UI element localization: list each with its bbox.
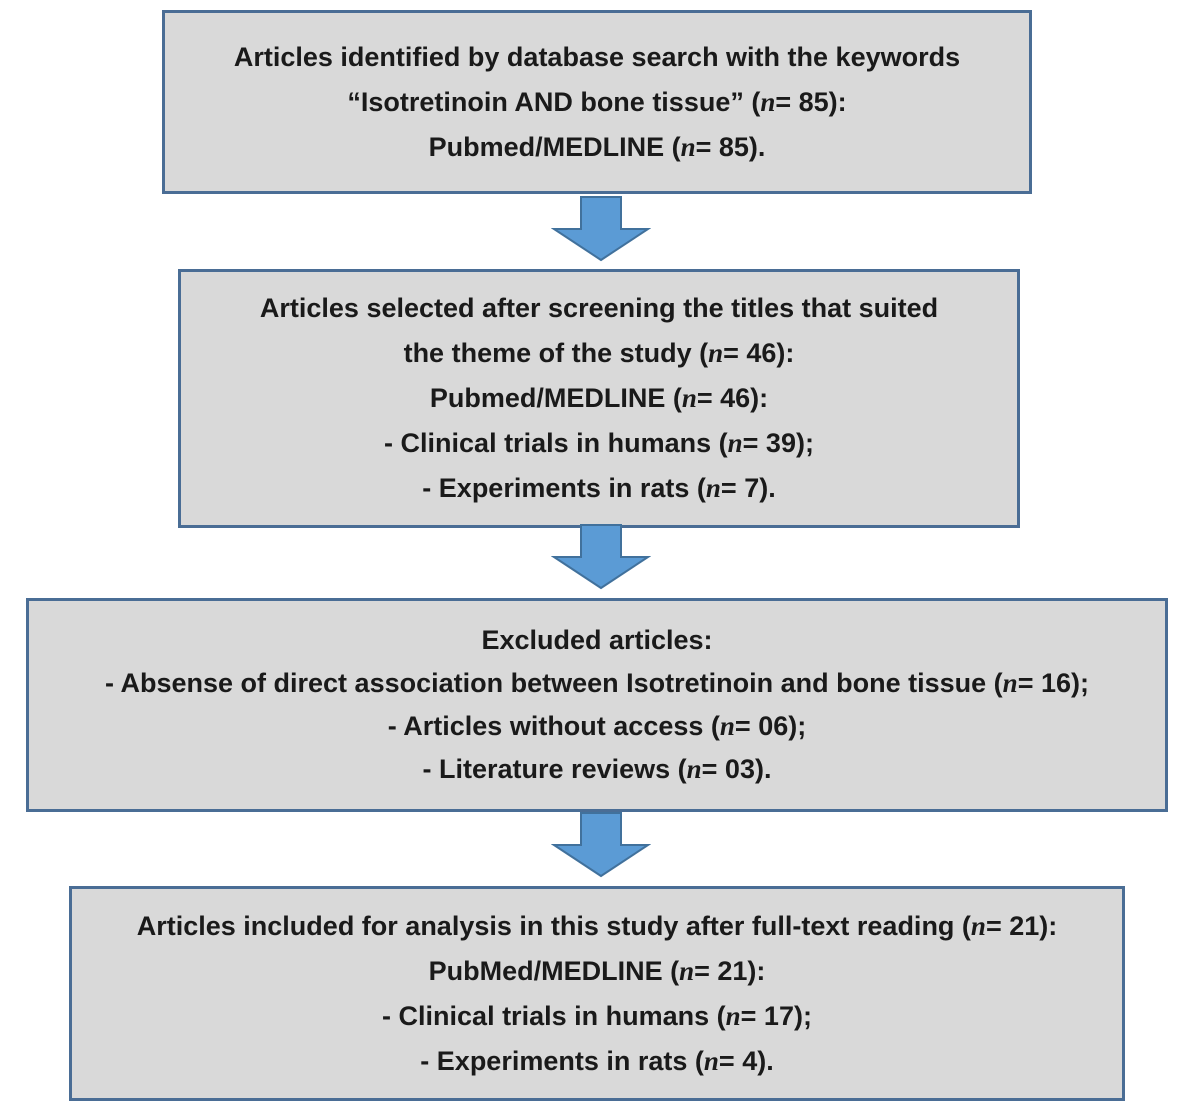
screening-line-4: - Clinical trials in humans (n= 39); [384, 428, 814, 458]
excluded-line-2: - Absense of direct association between … [105, 668, 1089, 698]
identification-line-1: Articles identified by database search w… [233, 41, 961, 72]
included-line-3: - Clinical trials in humans (n= 17); [382, 1000, 812, 1031]
screening-line-2: the theme of the study (n= 46): [403, 338, 795, 368]
identification-line-3: Pubmed/MEDLINE (n= 85). [428, 131, 766, 162]
included-line-4: - Experiments in rats (n= 4). [420, 1045, 774, 1076]
screening-line-3: Pubmed/MEDLINE (n= 46): [429, 383, 769, 413]
included-box: Articles included for analysis in this s… [69, 886, 1125, 1101]
screening-line-1: Articles selected after screening the ti… [259, 293, 939, 323]
included-line-2: PubMed/MEDLINE (n= 21): [428, 955, 766, 986]
down-arrow-icon [551, 524, 651, 590]
excluded-line-4: - Literature reviews (n= 03). [422, 754, 772, 784]
excluded-line-1: Excluded articles: [481, 625, 713, 655]
down-arrow-icon [551, 196, 651, 262]
included-line-1: Articles included for analysis in this s… [136, 910, 1058, 941]
down-arrow-icon [551, 812, 651, 878]
excluded-box: Excluded articles: - Absense of direct a… [26, 598, 1168, 812]
identification-box: Articles identified by database search w… [162, 10, 1032, 194]
screening-line-5: - Experiments in rats (n= 7). [422, 473, 776, 503]
screening-box: Articles selected after screening the ti… [178, 269, 1020, 528]
excluded-line-3: - Articles without access (n= 06); [387, 711, 807, 741]
identification-line-2: “Isotretinoin AND bone tissue” (n= 85): [347, 86, 847, 117]
